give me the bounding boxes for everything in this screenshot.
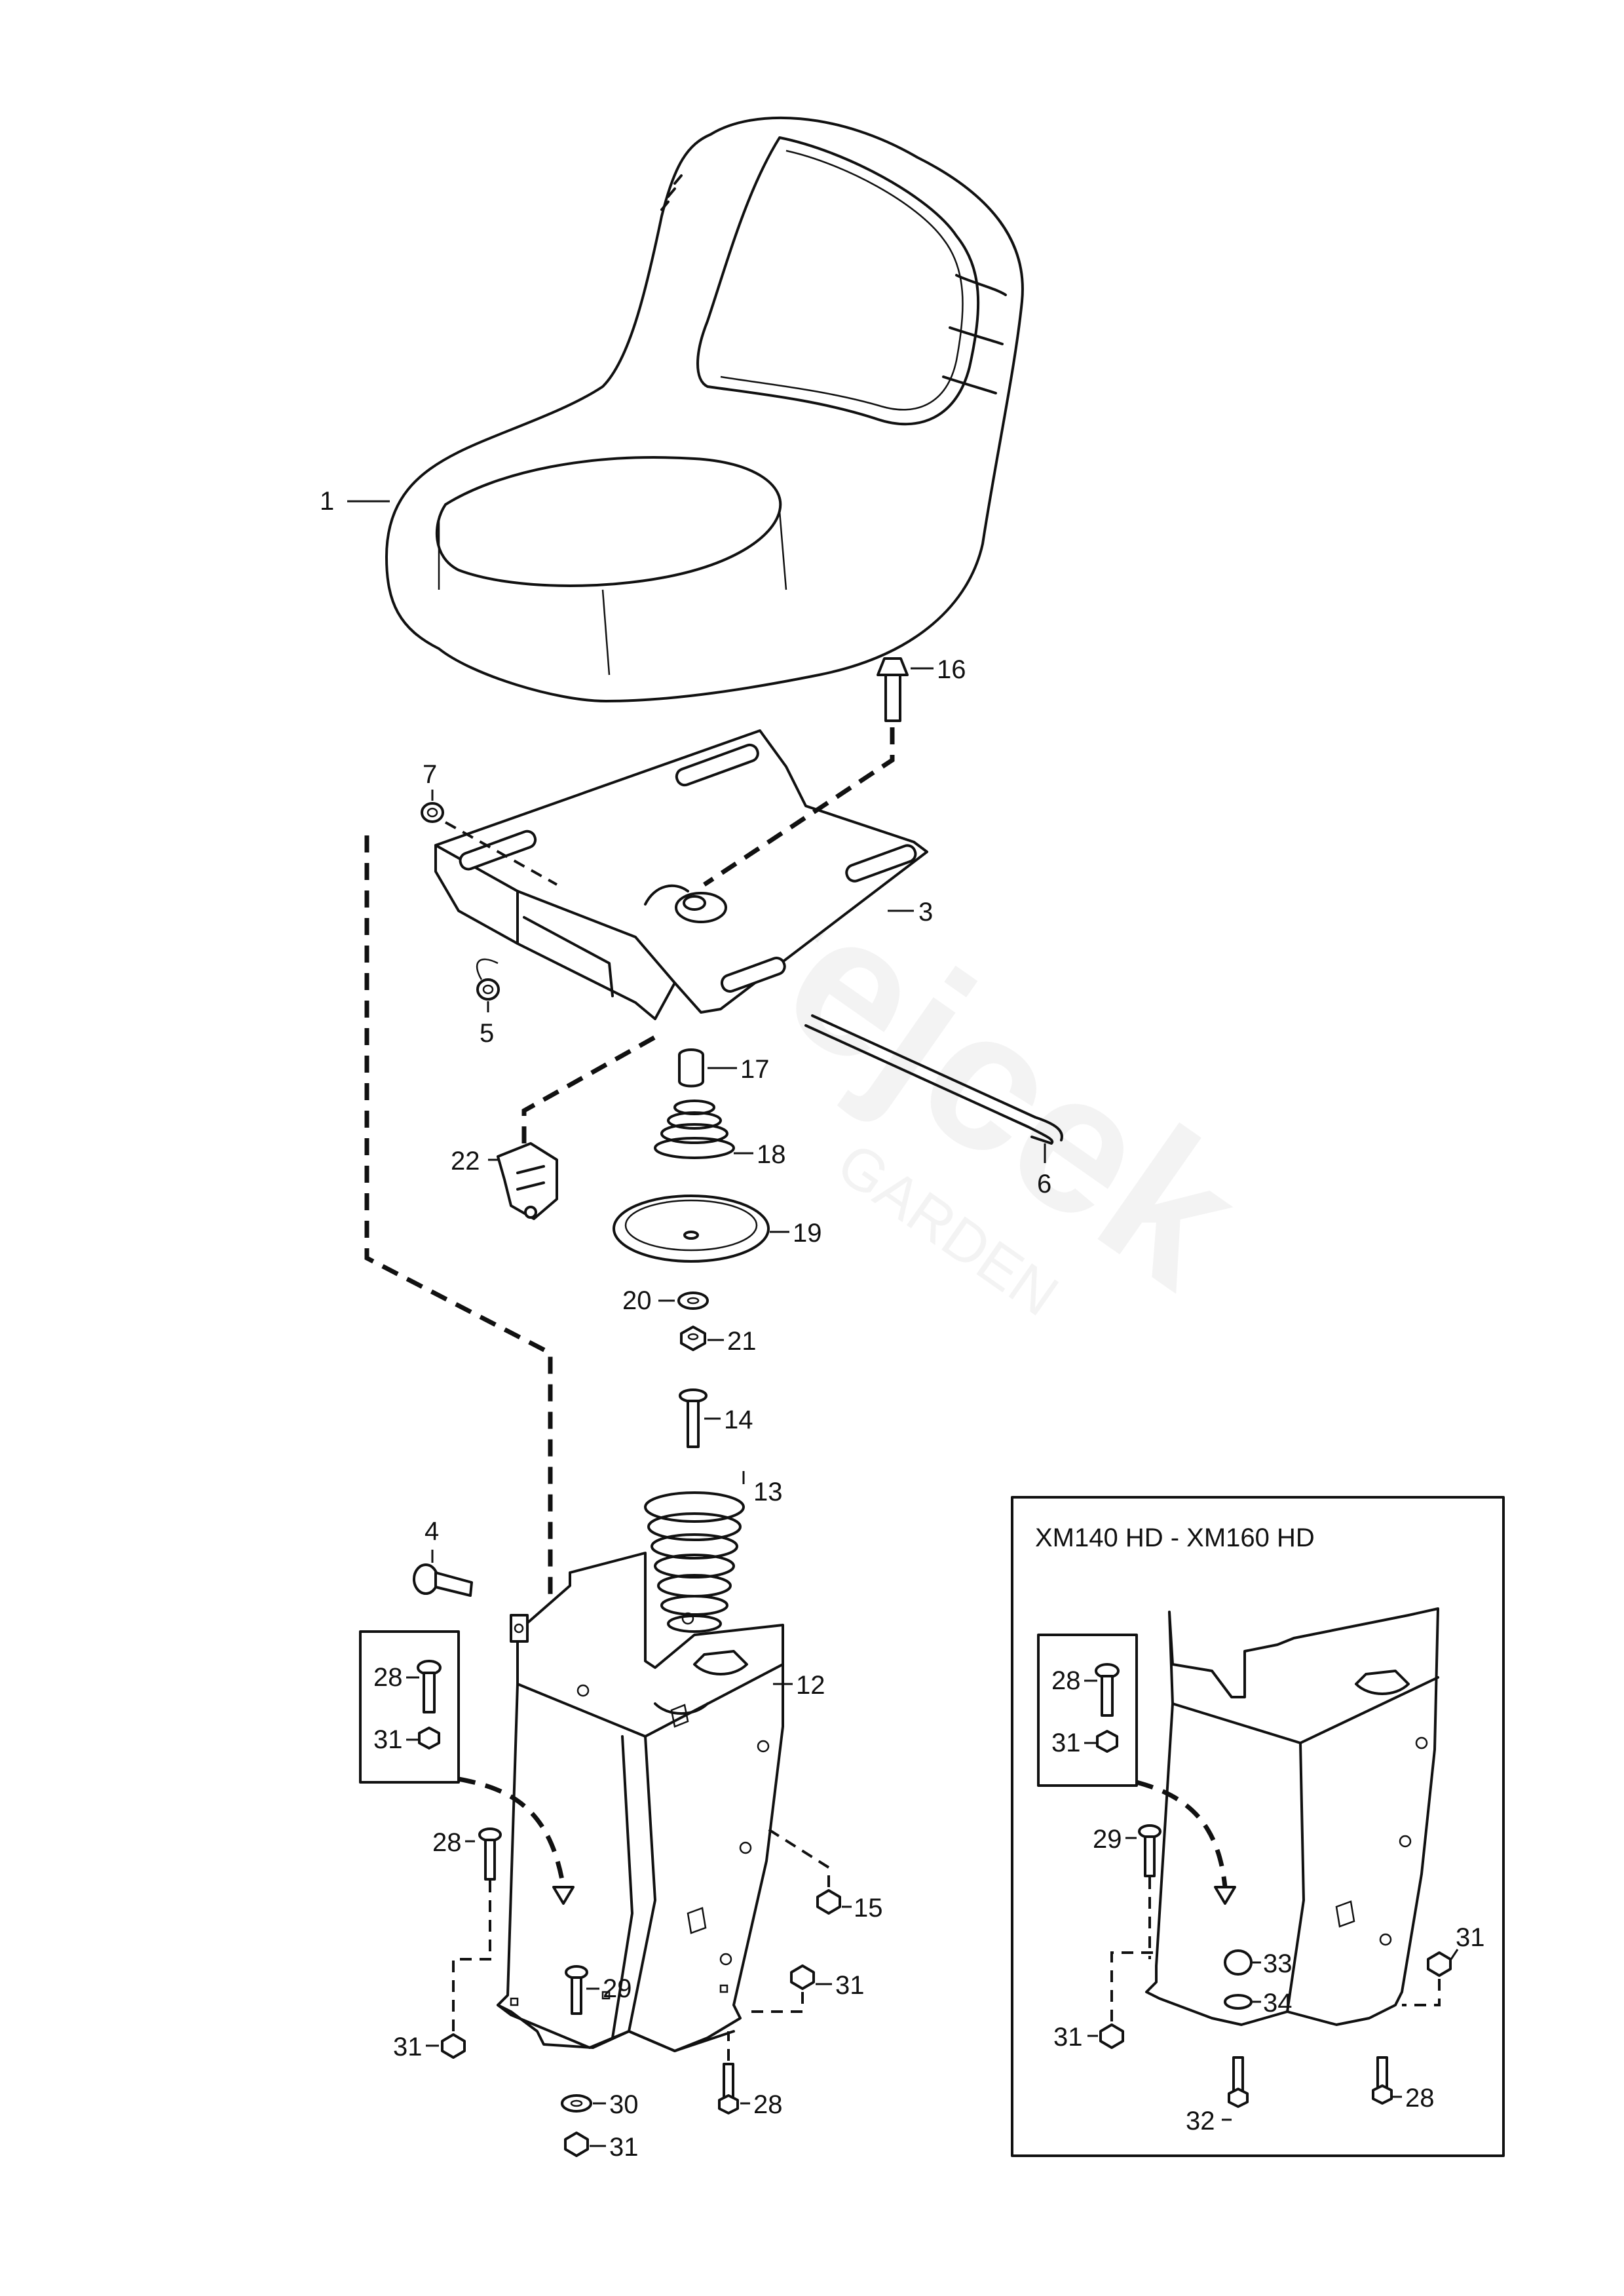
label-part-31-left: 31	[393, 2033, 423, 2061]
label-part-31-right: 31	[835, 1971, 865, 2000]
bolt-14	[679, 1388, 708, 1448]
bolt-29	[565, 1965, 588, 2015]
label-part-12: 12	[796, 1671, 825, 1700]
seat-plate	[434, 729, 928, 1020]
label-part-17: 17	[740, 1055, 770, 1084]
spacer-17	[678, 1048, 704, 1088]
pedestal	[497, 1552, 784, 2052]
label-part-13: 13	[753, 1478, 783, 1506]
label-inset-31-left: 31	[1053, 2023, 1083, 2052]
nut-31-right	[790, 1964, 815, 1990]
nut-7	[421, 802, 444, 823]
spring-18	[654, 1100, 735, 1159]
label-part-29: 29	[603, 1974, 632, 2003]
label-part-5: 5	[480, 1019, 494, 1048]
nut-15	[816, 1889, 841, 1915]
label-part-28-bottom: 28	[753, 2090, 783, 2119]
nut-21	[680, 1326, 706, 1351]
bolt-4	[413, 1563, 473, 1597]
washer-30	[561, 2094, 592, 2113]
seat	[385, 116, 1024, 702]
bolt-28-bottom	[718, 2063, 739, 2114]
label-part-18: 18	[757, 1140, 786, 1169]
bellows-13	[644, 1491, 745, 1633]
label-inset-32: 32	[1186, 2107, 1215, 2135]
bolt-28-left	[478, 1827, 502, 1881]
washer-20	[677, 1292, 709, 1310]
dish-19	[613, 1195, 770, 1263]
label-inset-29: 29	[1093, 1825, 1122, 1854]
label-inset-28: 28	[1051, 1666, 1081, 1695]
label-part-6: 6	[1037, 1170, 1051, 1198]
label-part-7: 7	[423, 760, 437, 789]
label-inset-33: 33	[1263, 1949, 1293, 1978]
nut-31-bottom	[564, 2132, 589, 2157]
label-part-28-left: 28	[432, 1828, 462, 1857]
label-part-22: 22	[451, 1147, 480, 1176]
label-inset-28-bottom: 28	[1405, 2084, 1435, 2113]
adjustment-rod	[804, 1014, 1063, 1145]
label-inset-31-box: 31	[1051, 1729, 1081, 1757]
nut-31-left	[441, 2033, 466, 2059]
bolt-16	[877, 657, 909, 722]
label-part-30: 30	[609, 2090, 639, 2119]
label-part-15: 15	[854, 1894, 883, 1923]
label-part-4: 4	[425, 1517, 439, 1546]
label-inset-31-right: 31	[1456, 1923, 1485, 1952]
inset-panel: XM140 HD - XM160 HD	[1011, 1496, 1505, 2157]
latch-22	[497, 1142, 558, 1220]
label-part-20: 20	[622, 1286, 652, 1315]
callout-box	[359, 1630, 460, 1784]
label-part-28-box: 28	[373, 1663, 403, 1692]
label-part-19: 19	[793, 1219, 822, 1248]
label-part-21: 21	[727, 1327, 757, 1356]
nut-5	[476, 978, 500, 1001]
label-part-1: 1	[320, 487, 334, 516]
label-part-31-bottom: 31	[609, 2133, 639, 2162]
label-part-16: 16	[937, 655, 966, 684]
inset-title: XM140 HD - XM160 HD	[1035, 1523, 1315, 1552]
label-inset-34: 34	[1263, 1989, 1293, 2018]
label-part-3: 3	[918, 898, 933, 927]
label-part-31-box: 31	[373, 1725, 403, 1754]
label-part-14: 14	[724, 1406, 753, 1434]
